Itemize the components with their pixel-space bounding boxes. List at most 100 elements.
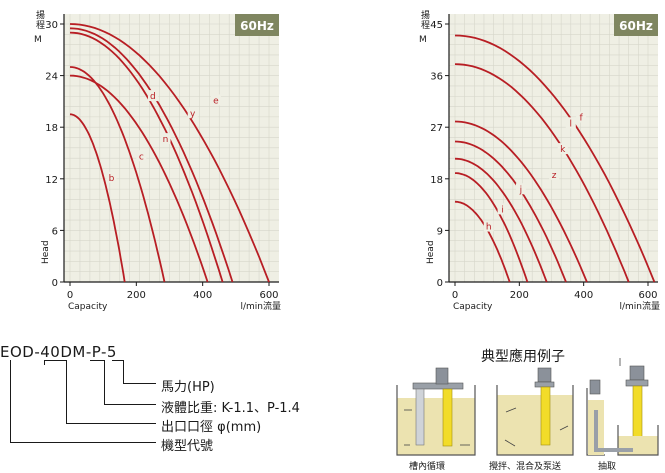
curve-label-n: n	[163, 135, 169, 145]
curve-label-h: h	[486, 223, 492, 233]
x-tick-label: 200	[127, 290, 146, 301]
curve-label-bg-e	[210, 94, 221, 106]
caption-tank-circulation: 槽內循環	[409, 462, 446, 472]
y-tick-label: 18	[430, 175, 443, 186]
curve-label-l: l	[570, 119, 573, 129]
y-axis-title-top-2: 程	[421, 20, 430, 31]
legend-horsepower: 馬力(HP)	[161, 380, 215, 395]
curve-k	[454, 120, 588, 283]
curve-n	[69, 74, 209, 283]
chart-curve-labels: b c n d y e	[106, 90, 221, 184]
curve-label-bg-n	[160, 133, 171, 145]
plot-area	[64, 14, 279, 282]
chart-curve-labels: hi j z k lf	[483, 111, 587, 233]
curve-h	[454, 200, 511, 283]
curve-z	[454, 140, 567, 283]
frequency-badge-text: 60Hz	[240, 19, 274, 33]
y-tick-label: 24	[45, 72, 58, 83]
curve-c	[69, 66, 166, 283]
curve-label-bg-l	[565, 117, 576, 129]
curve-label-bg-b	[106, 171, 117, 183]
curve-b	[69, 113, 126, 283]
y-axis-unit: M	[419, 35, 427, 45]
y-axis-title-top: 揚	[421, 9, 430, 21]
x-tick-label: 600	[638, 290, 657, 301]
curve-label-e: e	[213, 96, 219, 106]
plot-area	[449, 14, 658, 282]
curve-label-b: b	[109, 174, 115, 184]
frequency-badge	[235, 14, 279, 36]
chart-curves	[69, 23, 270, 283]
curve-label-y: y	[190, 109, 196, 119]
y-tick-label: 6	[52, 226, 58, 237]
y-tick-label: 0	[52, 278, 58, 289]
x-tick-label: 0	[67, 290, 73, 301]
model-code: EOD-40DM-P-5	[0, 343, 117, 361]
caption-extraction: 抽取	[598, 462, 617, 472]
x-tick-label: 600	[259, 290, 278, 301]
chart-curves	[454, 34, 656, 283]
y-tick-label: 0	[437, 278, 443, 289]
y-tick-label: 18	[45, 123, 58, 134]
curve-label-bg-i	[497, 203, 508, 215]
x-axis-unit: l/min流量	[619, 300, 660, 312]
x-axis-title: Capacity	[453, 302, 493, 312]
curve-label-bg-j	[515, 183, 526, 195]
y-axis-title-side: Head	[426, 240, 436, 264]
y-tick-label: 12	[45, 175, 58, 186]
y-tick-label: 45	[430, 20, 443, 31]
curve-label-bg-h	[483, 220, 494, 232]
curve-label-i: i	[501, 205, 504, 215]
chart-grid	[64, 14, 279, 283]
y-tick-label: 30	[45, 20, 58, 31]
y-tick-label: 9	[437, 226, 443, 237]
caption-mixing: 攪拌、混合及泵送	[489, 462, 562, 472]
curve-label-bg-d	[147, 90, 158, 102]
curve-label-bg-k	[557, 143, 568, 155]
curve-j	[454, 157, 548, 283]
illustration-tank-circulation	[396, 367, 476, 456]
x-tick-label: 400	[193, 290, 212, 301]
curve-label-bg-f	[576, 111, 587, 123]
y-axis-title-top: 揚	[36, 9, 45, 21]
curve-label-f: f	[580, 114, 584, 124]
x-axis-unit: l/min流量	[240, 300, 281, 312]
curve-label-bg-c	[136, 150, 147, 162]
x-axis-title: Capacity	[68, 302, 108, 312]
curve-label-d: d	[150, 92, 156, 102]
curve-label-j: j	[519, 185, 523, 195]
curve-f	[454, 34, 656, 283]
chart-axes	[60, 14, 279, 286]
y-tick-label: 36	[430, 72, 443, 83]
curve-label-c: c	[139, 152, 144, 162]
chart-grid	[449, 14, 658, 283]
legend-specific-gravity: 液體比重: K-1.1、P-1.4	[161, 401, 300, 416]
legend-model-code: 機型代號	[161, 439, 214, 454]
curve-label-z: z	[552, 171, 557, 181]
curve-i	[455, 172, 529, 283]
frequency-badge-text: 60Hz	[619, 19, 653, 33]
y-axis-title-side: Head	[41, 240, 51, 264]
chart-axes	[445, 14, 658, 286]
curve-l	[454, 63, 630, 283]
x-tick-label: 400	[574, 290, 593, 301]
frequency-badge	[614, 14, 658, 36]
curve-d	[69, 31, 224, 283]
legend-outlet-diameter: 出口口徑 φ(mm)	[161, 420, 262, 435]
curve-label-bg-z	[549, 168, 560, 180]
curve-e	[69, 23, 270, 283]
y-axis-title-top-2: 程	[36, 20, 45, 31]
y-tick-label: 27	[430, 123, 443, 134]
x-tick-label: 0	[452, 290, 458, 301]
y-axis-unit: M	[34, 35, 42, 45]
illustration-mixing	[496, 367, 574, 456]
curve-y	[69, 27, 234, 283]
x-tick-label: 200	[510, 290, 529, 301]
curve-label-k: k	[560, 145, 566, 155]
curve-label-bg-y	[187, 107, 198, 119]
